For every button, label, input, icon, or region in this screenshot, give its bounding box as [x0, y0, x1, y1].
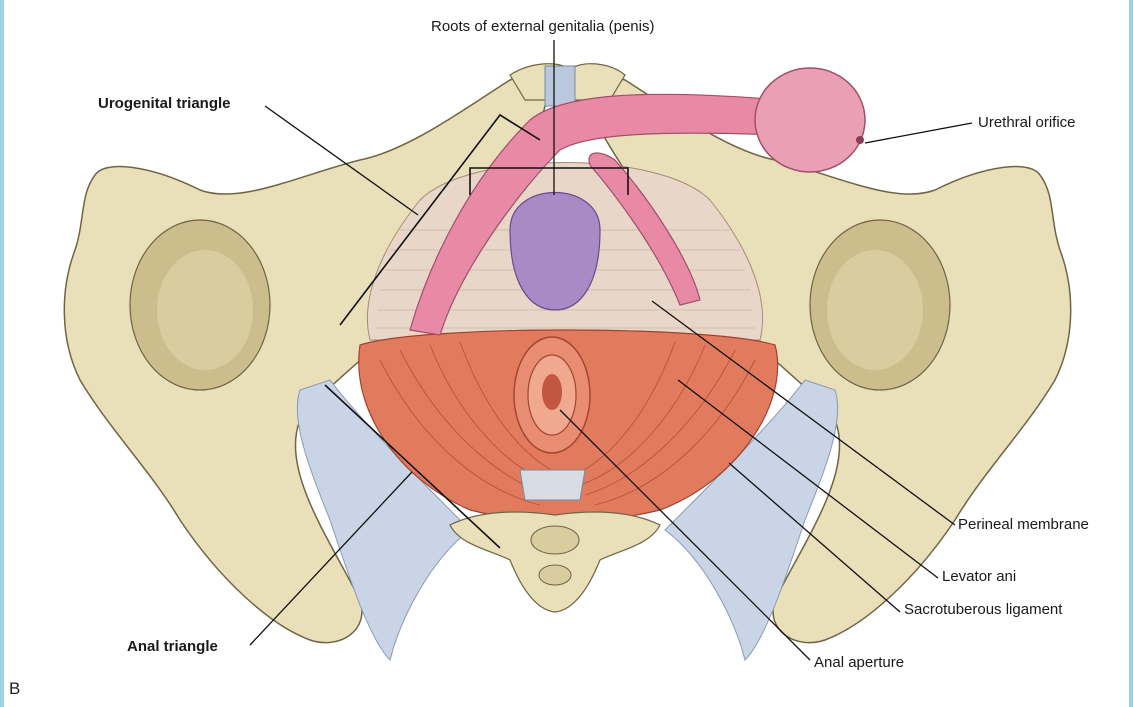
panel-letter: B — [9, 679, 20, 699]
label-urogenital-triangle: Urogenital triangle — [98, 95, 231, 112]
label-anal-aperture: Anal aperture — [814, 654, 904, 671]
label-perineal-membrane: Perineal membrane — [958, 516, 1089, 533]
glans — [755, 68, 865, 172]
anal-aperture-shape — [542, 374, 562, 410]
symphysis-disc — [545, 66, 575, 106]
label-levator-ani: Levator ani — [942, 568, 1016, 585]
label-sacrotuberous-ligament: Sacrotuberous ligament — [904, 601, 1062, 618]
label-anal-triangle: Anal triangle — [127, 638, 218, 655]
label-urethral-orifice: Urethral orifice — [978, 114, 1076, 131]
label-roots-external-genitalia: Roots of external genitalia (penis) — [431, 18, 654, 35]
